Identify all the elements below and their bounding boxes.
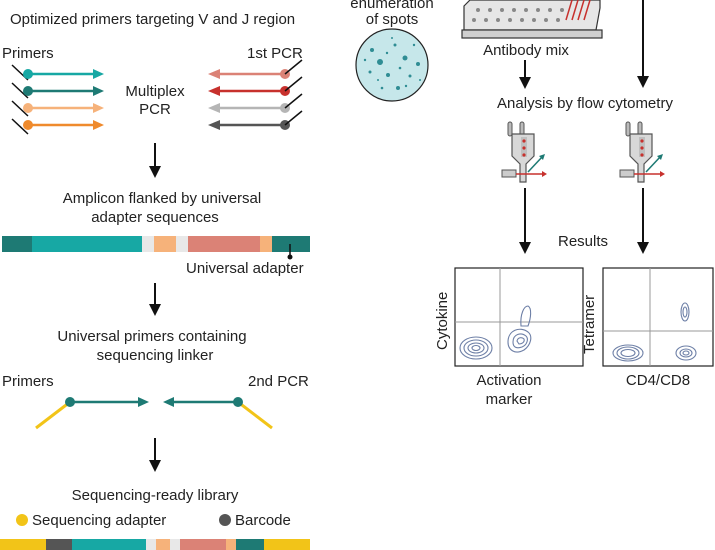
- primers2-label: Primers: [2, 373, 54, 390]
- barcode-legend: Barcode: [235, 512, 291, 529]
- marker-axis-label: marker: [485, 391, 533, 408]
- first-pcr-label: 1st PCR: [247, 45, 303, 62]
- sequencing-adapter-legend-dot: [16, 514, 28, 526]
- sequencing-adapter-legend: Sequencing adapter: [32, 512, 167, 529]
- primers-label: Primers: [2, 45, 54, 62]
- library-bar: [0, 539, 310, 550]
- plate-icon: [461, 0, 603, 39]
- flow-arrows-right: [519, 0, 649, 254]
- tetramer-axis-label: Tetramer: [581, 294, 598, 354]
- barcode-legend-dot: [219, 514, 231, 526]
- cd4-cd8-axis-label: CD4/CD8: [625, 372, 691, 389]
- cytokine-activation-plot: [454, 267, 584, 367]
- flow-cell-icon: [619, 121, 665, 183]
- second-pcr-label: 2nd PCR: [248, 373, 309, 390]
- enumeration-label: enumeration: [350, 0, 434, 12]
- cytokine-axis-label: Cytokine: [434, 291, 451, 350]
- pcr-label: PCR: [139, 101, 171, 118]
- results-label: Results: [557, 233, 609, 250]
- second-pcr-primers: [35, 397, 273, 430]
- elispot-well-icon: [355, 28, 429, 102]
- multiplex-label: Multiplex: [125, 83, 185, 100]
- flow-arrows-left: [149, 143, 161, 472]
- reverse-primers: [208, 59, 303, 130]
- amplicon-subtitle: adapter sequences: [91, 209, 219, 226]
- library-title: Sequencing-ready library: [71, 487, 239, 504]
- universal-primers-subtitle: sequencing linker: [96, 347, 214, 364]
- universal-primers-title: Universal primers containing: [57, 328, 247, 345]
- antibody-mix-label: Antibody mix: [483, 42, 569, 59]
- amplicon-bar: [2, 236, 310, 260]
- flow-cell-icon: [501, 121, 547, 183]
- forward-primers: [11, 64, 104, 135]
- header-title: Optimized primers targeting V and J regi…: [10, 11, 296, 28]
- tetramer-cd-plot: [602, 267, 714, 367]
- universal-adapter-label: Universal adapter: [186, 260, 304, 277]
- amplicon-title: Amplicon flanked by universal: [62, 190, 262, 207]
- flow-cytometry-title: Analysis by flow cytometry: [497, 95, 673, 112]
- activation-axis-label: Activation: [476, 372, 542, 389]
- of-spots-label: of spots: [365, 11, 419, 28]
